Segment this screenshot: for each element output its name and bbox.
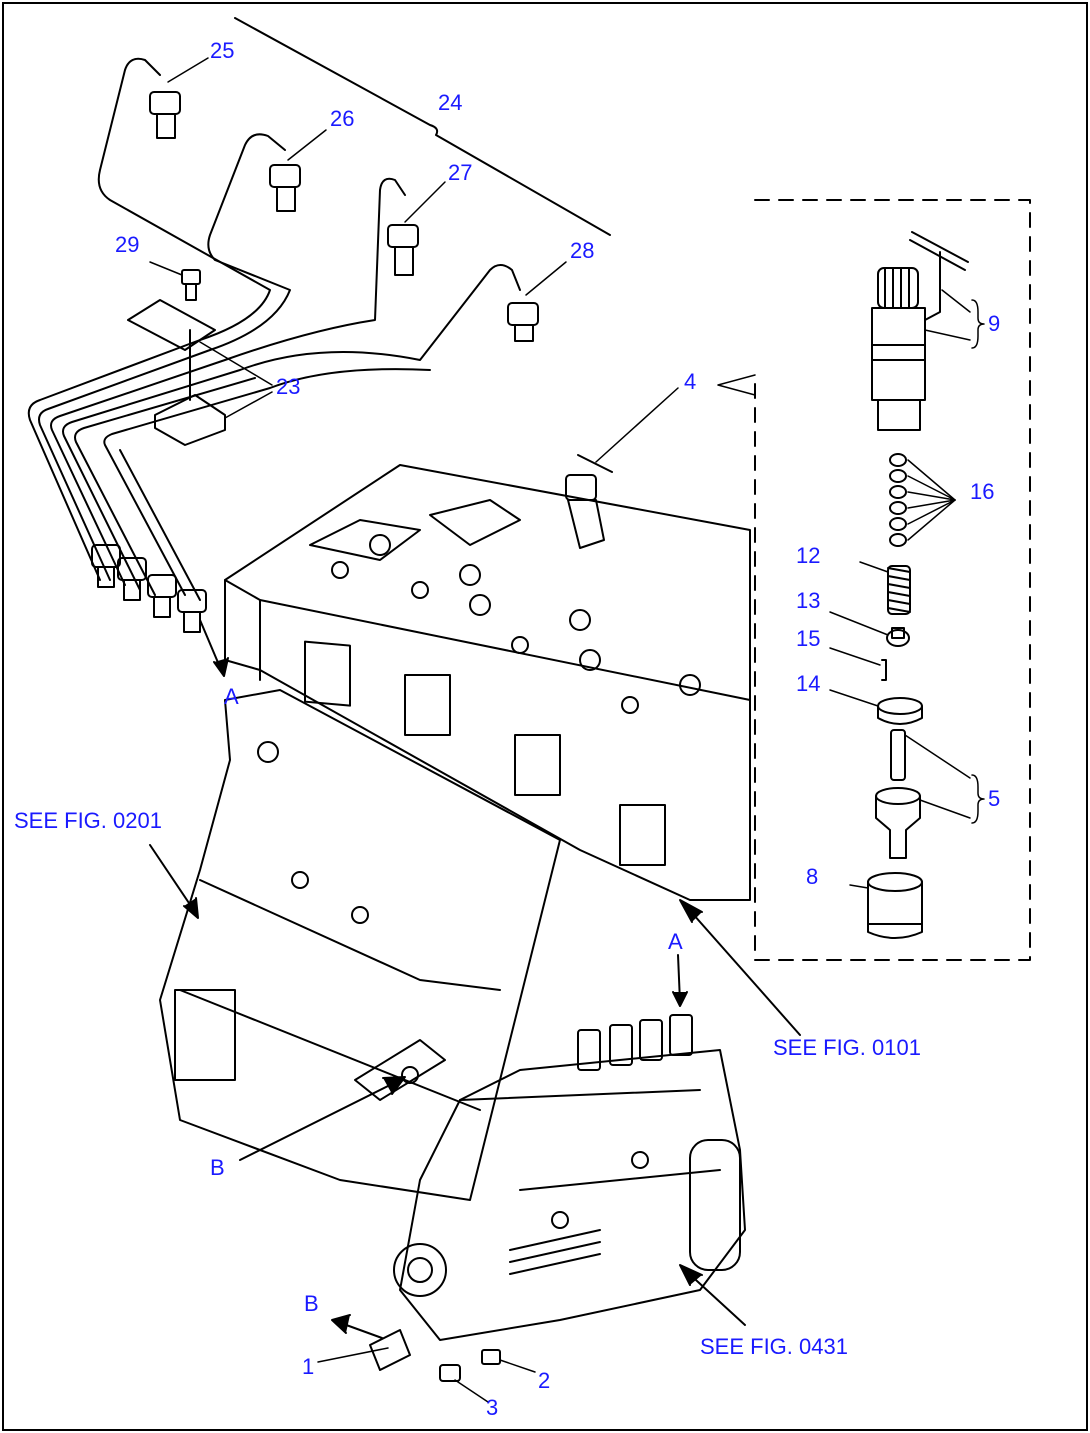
ref-see-fig-0101: SEE FIG. 0101 xyxy=(773,1035,921,1060)
callout-2: 2 xyxy=(538,1368,551,1393)
nozzle-needle xyxy=(890,729,906,781)
reference-arrows xyxy=(149,619,801,1339)
mounting-bolt xyxy=(481,1349,501,1365)
pipe-set-bracket-line xyxy=(234,17,611,236)
dowel-pin xyxy=(881,659,887,681)
retaining-nut xyxy=(867,872,923,939)
cylinder-block xyxy=(159,689,561,1201)
installed-injector xyxy=(565,454,613,549)
ref-a-pump: A xyxy=(668,929,683,954)
ref-a-top: A xyxy=(224,684,239,709)
nozzle-body xyxy=(875,787,921,859)
brace-9 xyxy=(971,299,985,349)
leader-lines xyxy=(149,57,971,1403)
callout-12: 12 xyxy=(796,543,821,568)
callout-25: 25 xyxy=(210,38,235,63)
spring-seat xyxy=(886,627,910,647)
cylinder-head xyxy=(224,464,751,901)
callout-26: 26 xyxy=(330,106,355,131)
callout-29: 29 xyxy=(115,232,140,257)
callout-23: 23 xyxy=(276,374,301,399)
callout-9: 9 xyxy=(988,311,1001,336)
pipe-clamp xyxy=(127,299,226,446)
callout-1: 1 xyxy=(302,1354,315,1379)
detail-box xyxy=(754,199,1031,961)
pipe-nut-27 xyxy=(387,224,419,276)
ref-see-fig-0201: SEE FIG. 0201 xyxy=(14,808,162,833)
callout-13: 13 xyxy=(796,588,821,613)
pump-bracket xyxy=(369,1329,411,1371)
callout-15: 15 xyxy=(796,626,821,651)
callout-14: 14 xyxy=(796,671,821,696)
callout-24: 24 xyxy=(438,90,463,115)
brace-5 xyxy=(971,774,985,824)
clamp-bolt xyxy=(181,269,201,301)
injection-pump xyxy=(393,1014,746,1341)
pipe-nut-25 xyxy=(149,91,181,139)
detail-pointer xyxy=(717,374,756,396)
ref-b-block: B xyxy=(210,1155,225,1180)
injection-pipes xyxy=(27,57,521,601)
pipe-nut-28 xyxy=(507,302,539,342)
ref-see-fig-0431: SEE FIG. 0431 xyxy=(700,1334,848,1359)
callout-8: 8 xyxy=(806,864,819,889)
distance-piece xyxy=(877,697,923,725)
callout-16: 16 xyxy=(970,479,995,504)
callout-5: 5 xyxy=(988,786,1001,811)
callout-28: 28 xyxy=(570,238,595,263)
washer-nut xyxy=(439,1364,461,1382)
leak-off-pin xyxy=(909,231,969,321)
pump-end-nuts xyxy=(91,544,207,633)
injector-holder xyxy=(871,267,926,431)
pipe-nut-26 xyxy=(269,164,301,212)
callout-4: 4 xyxy=(684,369,697,394)
callout-3: 3 xyxy=(486,1395,499,1420)
adjusting-shims xyxy=(889,453,907,547)
nozzle-spring xyxy=(887,565,911,615)
callout-27: 27 xyxy=(448,160,473,185)
ref-b-bracket: B xyxy=(304,1291,319,1316)
